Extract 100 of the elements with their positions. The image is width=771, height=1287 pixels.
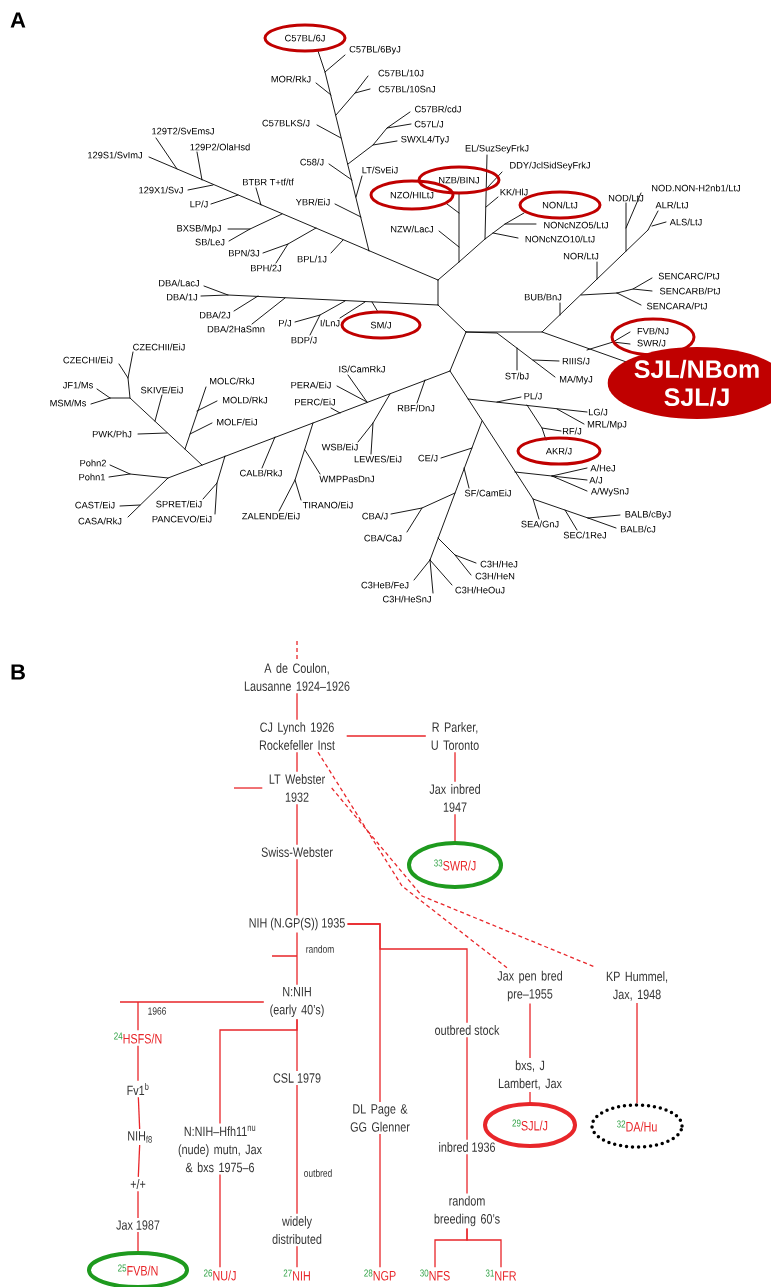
strain-label: NZW/LacJ	[391, 225, 433, 233]
strain-label: NOD/LtJ	[608, 194, 644, 202]
strain-label: A/HeJ	[590, 464, 615, 472]
circled-strain-label: SM/J	[340, 310, 422, 340]
strain-label: C3H/HeSnJ	[382, 595, 431, 603]
strain-label: CZECHI/EiJ	[63, 356, 113, 364]
strain-label: BALB/cJ	[620, 525, 656, 533]
strain-label: DBA/2HaSmn	[207, 325, 265, 333]
strain-label: BXSB/MpJ	[177, 224, 221, 234]
strain-label: IS/CamRkJ	[339, 365, 385, 373]
connector-line	[296, 692, 298, 721]
strain-label: C3HeB/FeJ	[361, 581, 409, 589]
lineage-note: Jax inbred 1947	[429, 784, 480, 812]
connector-line	[296, 751, 298, 773]
lineage-note: NIH$_{f8}$	[128, 1131, 152, 1143]
strain-label: C57BL/10J	[378, 69, 424, 77]
strain-label: SWXL4/TyJ	[401, 135, 449, 145]
connector-line	[296, 1084, 298, 1215]
strain-label: 129P2/OlaHsd	[190, 143, 250, 151]
connector-line	[466, 1227, 502, 1268]
strain-label: SEA/GnJ	[521, 520, 559, 528]
connector-line	[346, 735, 427, 737]
strain-label: PWK/PhJ	[92, 430, 132, 438]
strain-label: C57BL/6ByJ	[349, 45, 401, 55]
lineage-note: CJ Lynch 1926 Rockefeller Inst	[259, 722, 335, 750]
strain-label: C57L/J	[414, 120, 444, 128]
connector-line	[296, 803, 298, 846]
strain-label: BPN/3J	[229, 249, 260, 257]
connector-line	[119, 1001, 265, 1031]
strain-label: PERA/EiJ	[291, 381, 331, 389]
strain-label: KK/HlJ	[500, 188, 528, 196]
strain-label: SENCARB/PtJ	[659, 287, 720, 295]
lineage-note: R Parker, U Toronto	[431, 722, 479, 750]
edge-label: random	[304, 944, 336, 954]
strain-label: Pohn1	[79, 473, 105, 481]
strain-label: SPRET/EiJ	[156, 500, 202, 508]
connector-line	[529, 1091, 531, 1103]
strain-label: BALB/cByJ	[625, 510, 671, 520]
strain-label: LEWES/EiJ	[354, 455, 402, 463]
strain-label: ALS/LtJ	[669, 218, 702, 226]
lineage-note: Swiss-Webster	[261, 847, 333, 857]
connector-line	[346, 923, 468, 1024]
strain-label: SENCARC/PtJ	[658, 272, 720, 280]
panel-letter: B	[11, 664, 25, 680]
connector-line	[137, 1231, 139, 1252]
strain-label: BTBR T+tf/tf	[243, 178, 294, 186]
connector-line	[296, 858, 298, 917]
strain-label: C58/J	[300, 158, 324, 166]
strain-label: NONcNZO10/LtJ	[525, 235, 595, 243]
strain-label: LP/J	[190, 200, 208, 208]
strain-label: TIRANO/EiJ	[302, 501, 353, 509]
strain-label: P/J	[279, 319, 292, 327]
strain-label: MOLF/EiJ	[217, 418, 257, 426]
lineage-note: widely distributed	[272, 1216, 322, 1244]
strain-label: BUB/BnJ	[524, 293, 562, 301]
strain-label: BPH/2J	[251, 264, 282, 272]
strain-label: C3H/HeN	[475, 572, 515, 580]
strain-label: Pohn2	[80, 459, 106, 467]
lineage-note: CSL 1979	[273, 1073, 321, 1083]
connector-line	[466, 1153, 468, 1195]
lineage-note: Jax pen bred pre–1955	[497, 970, 562, 1002]
strain-label: EL/SuzSeyFrkJ	[465, 144, 529, 154]
lineage-note: outbred stock	[435, 1025, 500, 1035]
connector-line	[296, 1245, 298, 1268]
strain-label: WSB/EiJ	[321, 443, 358, 451]
strain-label: CBA/CaJ	[364, 534, 402, 542]
strain-label: CALB/RkJ	[240, 469, 282, 477]
connector-line	[137, 1096, 141, 1130]
strain-label: PL/J	[524, 392, 542, 400]
strain-label: CAST/EiJ	[75, 501, 115, 509]
lineage-note: DL Page & GG Glenner	[350, 1104, 410, 1132]
strain-label: JF1/Ms	[62, 381, 93, 389]
strain-label: MOR/RkJ	[271, 75, 311, 83]
strain-label: DBA/LacJ	[159, 279, 199, 287]
connector-line	[636, 1002, 638, 1104]
connector-line	[137, 1144, 141, 1178]
strain-label: SKIVE/EiJ	[141, 386, 183, 394]
strain-label: MOLC/RkJ	[210, 377, 255, 385]
strain-label: PERC/EiJ	[295, 398, 335, 406]
strain-label: A/WySnJ	[590, 487, 629, 497]
strain-label: ZALENDE/EiJ	[242, 512, 300, 520]
strain-label: C57BLKS/J	[262, 119, 310, 127]
strain-label: BPL/1J	[297, 255, 327, 263]
connector-line	[296, 1018, 298, 1072]
lineage-note: N:NIH (early 40’s)	[270, 986, 324, 1018]
strain-label: SB/LeJ	[195, 238, 225, 246]
connector-line	[137, 1045, 139, 1082]
lineage-note: +/+	[130, 1179, 146, 1189]
strain-label: SEC/1ReJ	[563, 531, 606, 539]
strain-label: MA/MyJ	[560, 375, 593, 385]
connector-line	[454, 751, 456, 783]
strain-label: MOLD/RkJ	[223, 396, 268, 404]
edge-label: 1966	[146, 1006, 168, 1016]
strain-label: 129S1/SvImJ	[88, 151, 142, 159]
circled-strain-label: C57BL/6J	[263, 23, 347, 53]
lineage-note: A de Coulon, Lausanne 1924–1926	[244, 663, 350, 691]
strain-label: PANCEVO/EiJ	[152, 515, 212, 523]
strain-label: 129X1/SvJ	[139, 186, 183, 194]
strain-label: LG/J	[588, 408, 608, 416]
strain-label: DBA/2J	[200, 311, 231, 319]
